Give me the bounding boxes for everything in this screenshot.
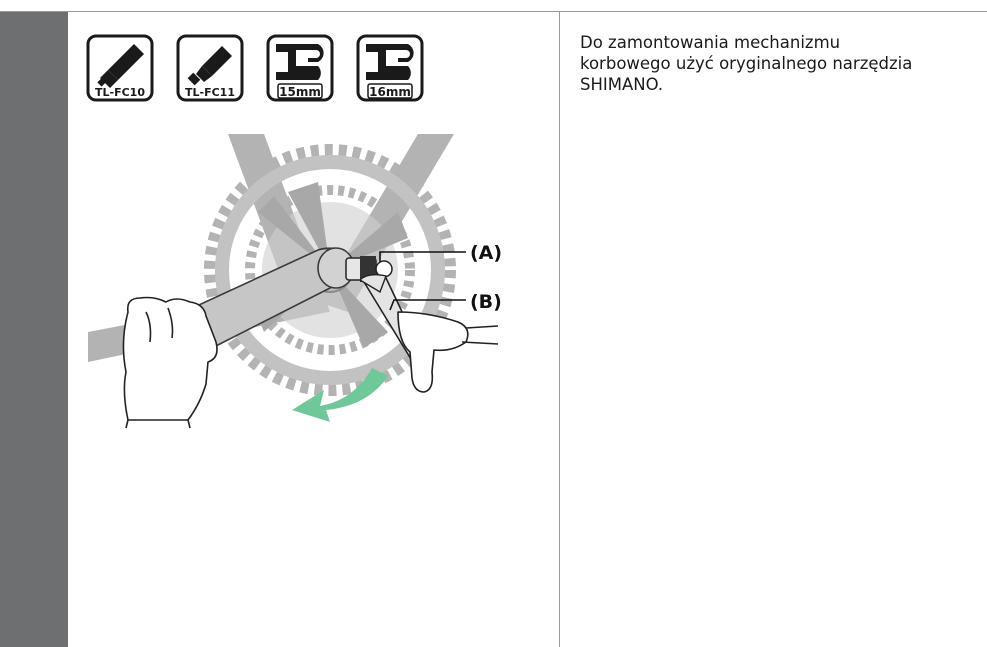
tool-label-tl-fc11: TL-FC11	[185, 86, 235, 99]
instruction-line: Do zamontowania mechanizmu	[580, 32, 980, 53]
right-hand	[398, 312, 498, 392]
tool-icon-tl-fc10: TL-FC10	[88, 36, 152, 100]
left-hand	[123, 298, 217, 429]
tool-label-15mm: 15mm	[279, 85, 321, 99]
tool-label-tl-fc10: TL-FC10	[95, 86, 145, 99]
callout-label-b: (B)	[470, 291, 502, 313]
tool-icon-15mm: 15mm	[268, 36, 332, 100]
instruction-line: SHIMANO.	[580, 74, 980, 95]
tool-label-16mm: 16mm	[369, 85, 411, 99]
tool-icon-16mm: 16mm	[358, 36, 422, 100]
tool-icon-tl-fc11: TL-FC11	[178, 36, 242, 100]
instruction-line: korbowego użyć oryginalnego narzędzia	[580, 53, 980, 74]
column-divider	[559, 12, 560, 647]
instruction-text: Do zamontowania mechanizmu korbowego uży…	[580, 32, 980, 95]
crank-installation-figure: TL-FC10 TL-FC11 15mm 16mm	[68, 12, 559, 647]
section-sidebar	[0, 12, 68, 647]
callout-label-a: (A)	[470, 242, 502, 264]
